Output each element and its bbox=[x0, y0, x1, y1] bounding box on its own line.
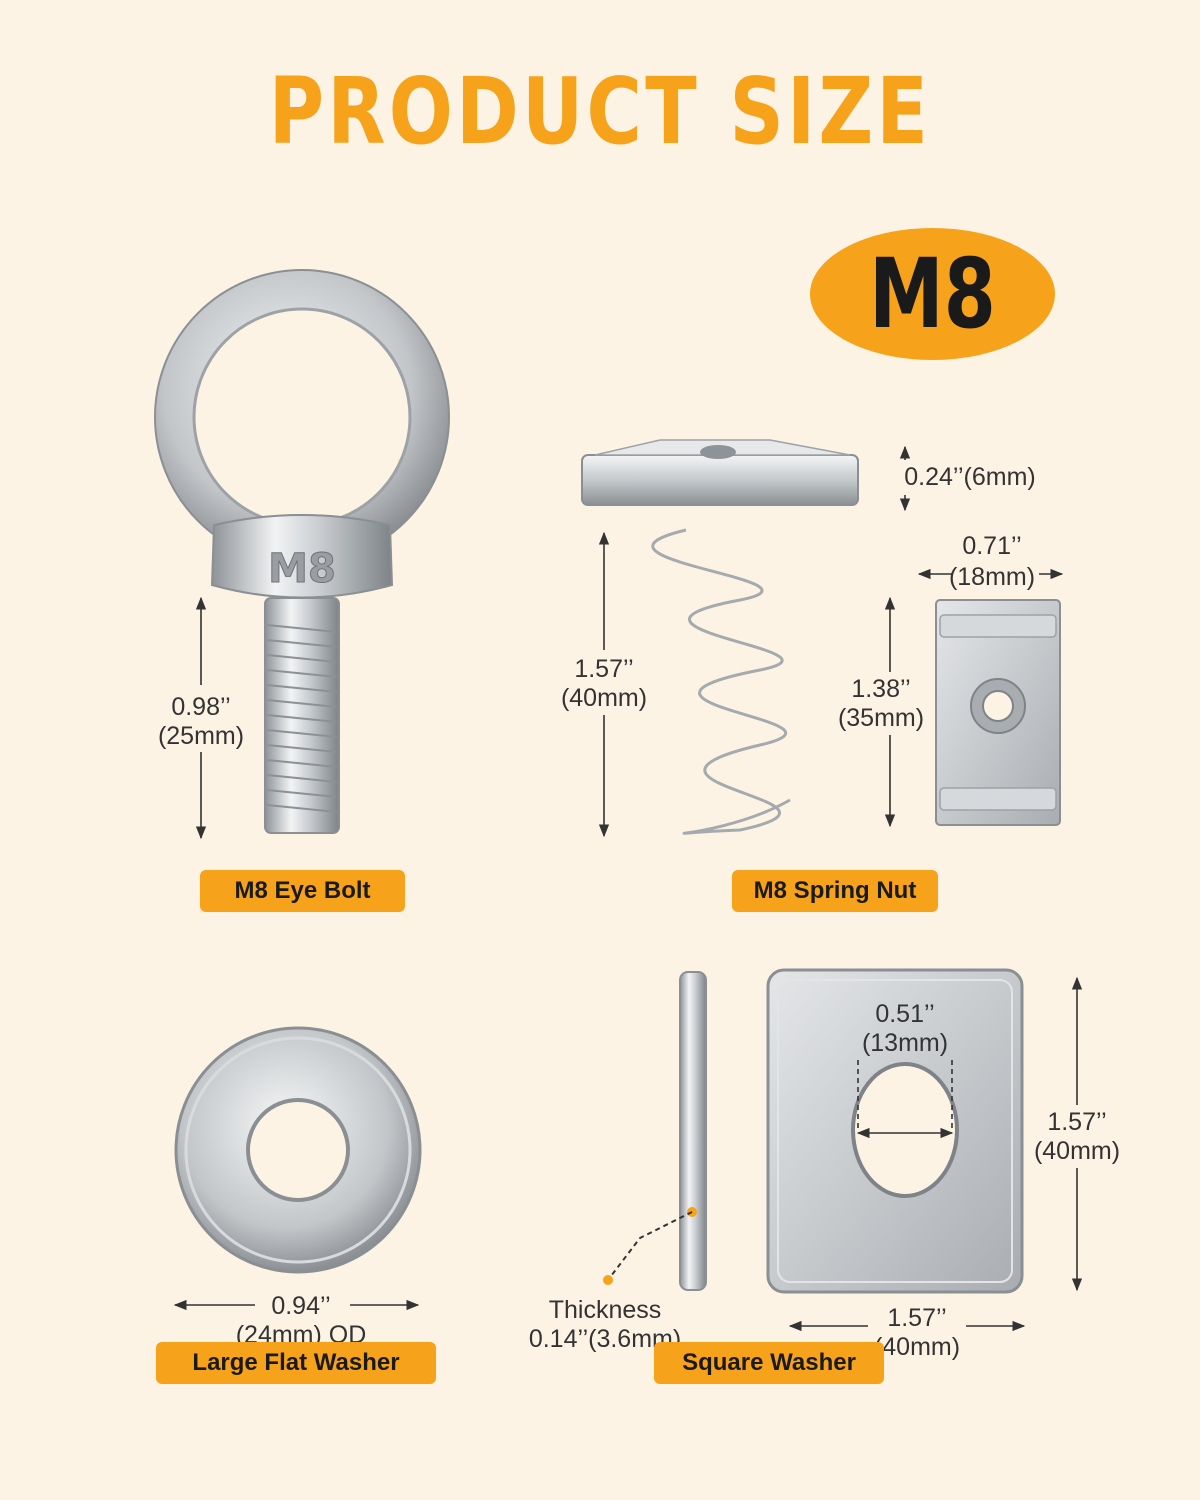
dimension-lines bbox=[173, 445, 1083, 1332]
flat-washer-image bbox=[174, 1026, 422, 1274]
spring-nut-top-view bbox=[935, 599, 1061, 826]
spring-nut-label: M8 Spring Nut bbox=[732, 870, 938, 912]
size-badge-text: M8 bbox=[869, 238, 996, 350]
square-washer-hole-dim: 0.51’’ (13mm) bbox=[861, 1000, 949, 1057]
spring-nut-length-dim: 1.38’’ (35mm) bbox=[837, 675, 925, 732]
size-badge: M8 bbox=[810, 228, 1055, 360]
square-washer-height-dim: 1.57’’ (40mm) bbox=[1033, 1108, 1121, 1165]
spring-nut-height-dim: 1.57’’ (40mm) bbox=[560, 655, 648, 712]
spring-nut-thickness-dim: 0.24’’(6mm) bbox=[904, 463, 1036, 491]
square-washer-width-dim: 1.57’’ (40mm) bbox=[873, 1304, 961, 1361]
flat-washer-label: Large Flat Washer bbox=[156, 1342, 436, 1384]
eye-bolt-length-dim: 0.98’’ (25mm) bbox=[157, 693, 245, 750]
page-title: PRODUCT SIZE bbox=[268, 58, 932, 165]
spring-nut-width-dim: 0.71’’ (18mm) bbox=[948, 532, 1036, 591]
square-washer-edge-image bbox=[603, 971, 707, 1291]
eye-bolt-stamp: M8 bbox=[268, 546, 336, 592]
spring-nut-image bbox=[581, 439, 859, 835]
eye-bolt-image bbox=[154, 269, 450, 834]
square-washer-label: Square Washer bbox=[654, 1342, 884, 1384]
eye-bolt-label: M8 Eye Bolt bbox=[200, 870, 405, 912]
